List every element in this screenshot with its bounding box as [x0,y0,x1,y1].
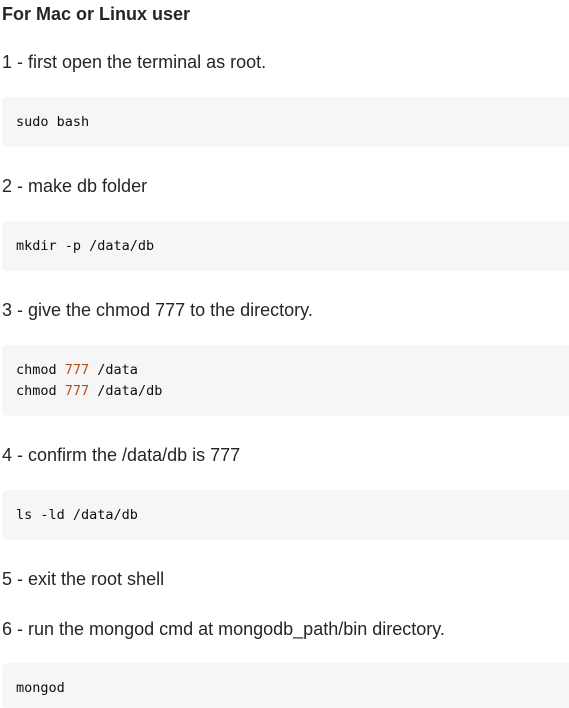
code-arg: /data/db [89,383,163,399]
step-1-text: 1 - first open the terminal as root. [2,52,267,72]
code-block-mkdir[interactable]: mkdir -p /data/db [2,221,569,271]
code-keyword: chmod [16,362,65,378]
code-line: chmod 777 /data/db [16,381,569,402]
step-2-text: 2 - make db folder [2,176,148,196]
step-6-text: 6 - run the mongod cmd at mongodb_path/b… [2,619,445,639]
code-keyword: chmod [16,383,65,399]
step-3-text: 3 - give the chmod 777 to the directory. [2,300,313,320]
code-line: ls -ld /data/db [16,507,138,523]
code-line: sudo bash [16,114,90,130]
code-block-sudo[interactable]: sudo bash [2,97,569,147]
code-block-mongod[interactable]: mongod [2,663,569,708]
code-line: chmod 777 /data [16,360,569,381]
step-5-text: 5 - exit the root shell [2,569,165,589]
code-line: mongod [16,680,65,696]
code-line: mkdir -p /data/db [16,238,155,254]
code-block-chmod[interactable]: chmod 777 /data chmod 777 /data/db [2,345,569,416]
code-block-ls[interactable]: ls -ld /data/db [2,490,569,540]
section-heading: For Mac or Linux user [2,4,191,24]
code-number: 777 [64,362,90,378]
code-arg: /data [89,362,138,378]
step-4-text: 4 - confirm the /data/db is 777 [2,445,241,465]
code-number: 777 [64,383,90,399]
